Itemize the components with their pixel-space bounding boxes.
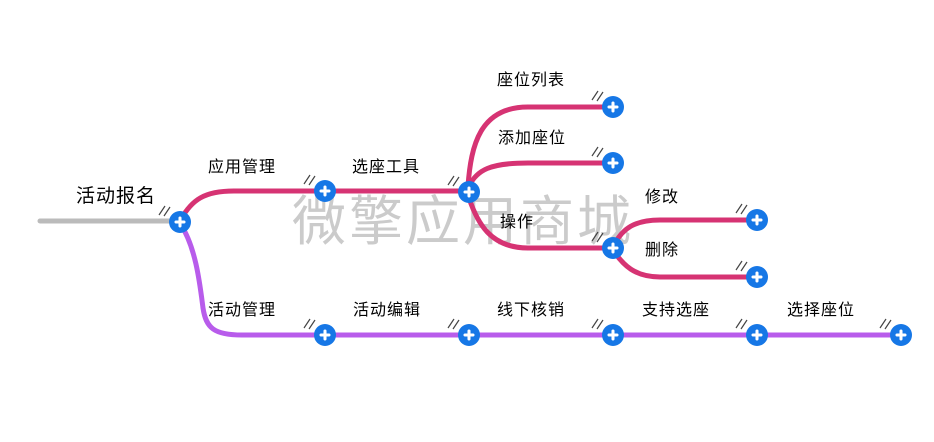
node-label-operations[interactable]: 操作	[500, 212, 535, 231]
node-label-select-seat[interactable]: 选择座位	[787, 300, 856, 319]
node-label-app-management[interactable]: 应用管理	[208, 157, 277, 176]
branch-handle-icon	[590, 143, 604, 158]
branch-handle-icon	[590, 315, 604, 330]
add-node-button-offline-verification[interactable]	[602, 324, 624, 346]
branch-handle-icon	[302, 315, 316, 330]
node-label-activity-management[interactable]: 活动管理	[208, 300, 277, 319]
node-label-add-seat[interactable]: 添加座位	[498, 128, 567, 147]
branch-line-operations	[466, 195, 615, 251]
branch-handle-icon	[734, 315, 748, 330]
plus-icon	[751, 214, 763, 226]
plus-icon	[463, 186, 475, 198]
branch-handle-icon	[734, 257, 748, 272]
add-node-button-app-management[interactable]	[314, 180, 336, 202]
add-node-button-activity-management[interactable]	[314, 324, 336, 346]
plus-icon	[174, 216, 186, 228]
branch-handle-icon	[302, 171, 316, 186]
branch-handle-icon	[590, 87, 604, 102]
node-label-support-seat-selection[interactable]: 支持选座	[642, 300, 711, 319]
node-label-seat-list[interactable]: 座位列表	[497, 70, 566, 89]
branch-line-modify	[612, 217, 759, 246]
plus-icon	[607, 101, 619, 113]
branch-line-seat-list	[465, 104, 615, 189]
plus-icon	[319, 329, 331, 341]
add-node-button-activity-registration[interactable]	[169, 211, 191, 233]
branch-handle-icon	[446, 172, 460, 187]
node-label-activity-registration[interactable]: 活动报名	[76, 185, 157, 207]
add-node-button-select-seat[interactable]	[890, 324, 912, 346]
add-node-button-support-seat-selection[interactable]	[746, 324, 768, 346]
node-label-offline-verification[interactable]: 线下核销	[497, 300, 566, 319]
branch-handle-icon	[157, 202, 171, 217]
node-label-seat-selection-tool[interactable]: 选座工具	[352, 157, 421, 176]
plus-icon	[751, 271, 763, 283]
watermark-text: 微擎应用商城	[292, 190, 634, 253]
add-node-button-modify[interactable]	[746, 209, 768, 231]
add-node-button-delete[interactable]	[746, 266, 768, 288]
node-label-delete[interactable]: 删除	[645, 240, 680, 259]
branch-line-add-seat	[466, 160, 615, 189]
node-label-modify[interactable]: 修改	[645, 187, 680, 206]
add-node-button-seat-list[interactable]	[602, 96, 624, 118]
branch-handle-icon	[590, 228, 604, 243]
branch-handle-icon	[878, 315, 892, 330]
plus-icon	[463, 329, 475, 341]
branch-handle-icon	[446, 315, 460, 330]
plus-icon	[607, 242, 619, 254]
add-node-button-operations[interactable]	[602, 237, 624, 259]
node-label-activity-edit[interactable]: 活动编辑	[353, 300, 422, 319]
plus-icon	[607, 329, 619, 341]
plus-icon	[751, 329, 763, 341]
plus-icon	[895, 329, 907, 341]
add-node-button-seat-selection-tool[interactable]	[458, 181, 480, 203]
branch-handle-icon	[734, 200, 748, 215]
plus-icon	[607, 157, 619, 169]
add-node-button-add-seat[interactable]	[602, 152, 624, 174]
plus-icon	[319, 185, 331, 197]
add-node-button-activity-edit[interactable]	[458, 324, 480, 346]
branch-line-activity-management	[178, 222, 903, 338]
